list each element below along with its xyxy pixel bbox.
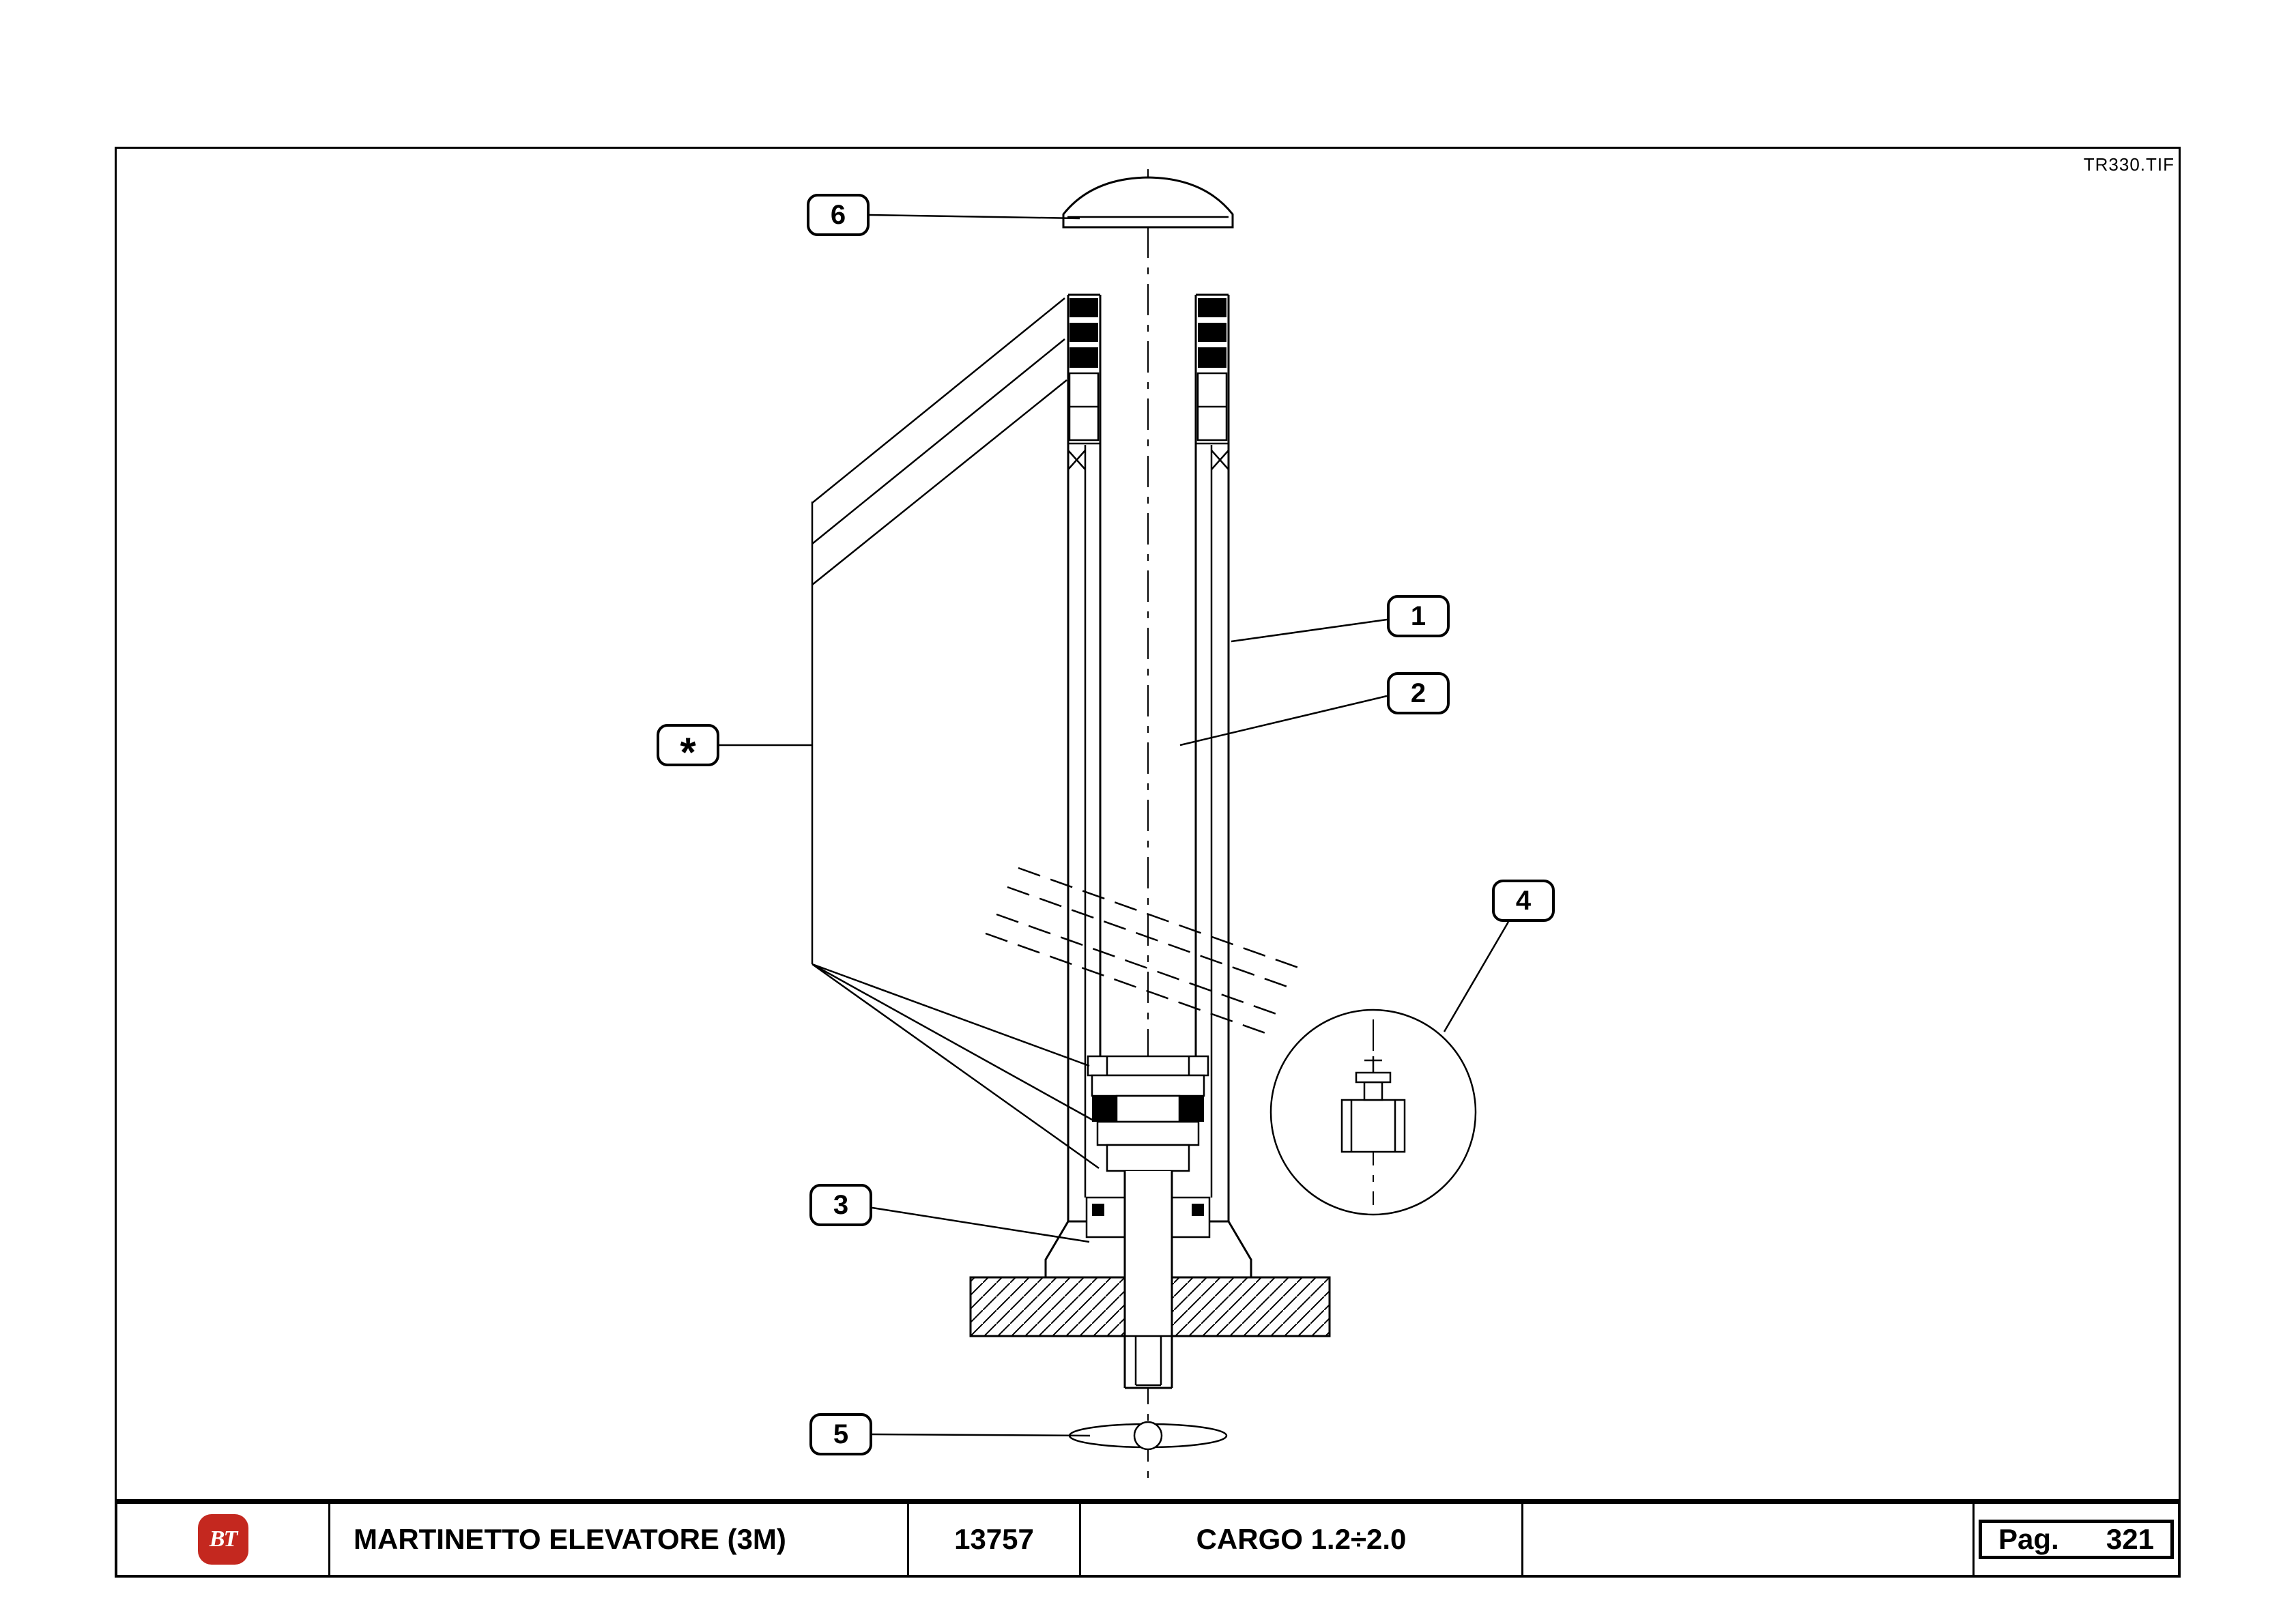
top-cap-part6 xyxy=(1062,176,1234,229)
threaded-stem xyxy=(1123,1171,1173,1389)
callout-2-label: 2 xyxy=(1410,678,1426,708)
detail-circle-part4 xyxy=(1269,1009,1477,1216)
page-box: Pag. 321 xyxy=(1979,1520,2174,1559)
page-label: Pag. xyxy=(1998,1523,2059,1555)
machine-model: CARGO 1.2÷2.0 xyxy=(1081,1504,1523,1575)
callout-6-label: 6 xyxy=(830,199,846,230)
washer-part5 xyxy=(1068,1421,1228,1451)
callout-3: 3 xyxy=(809,1184,872,1226)
callout-1: 1 xyxy=(1387,595,1450,637)
bt-logo: BT xyxy=(197,1514,248,1565)
part-code: 13757 xyxy=(909,1504,1081,1575)
callout-6: 6 xyxy=(807,194,870,236)
break-lines xyxy=(985,867,1299,1034)
logo-cell: BT xyxy=(117,1504,330,1575)
callout-5: 5 xyxy=(809,1413,872,1455)
callout-4: 4 xyxy=(1492,880,1555,922)
page-cell: Pag. 321 xyxy=(1975,1504,2178,1575)
callout-3-label: 3 xyxy=(833,1189,849,1220)
callout-5-label: 5 xyxy=(833,1419,849,1449)
base-plate xyxy=(969,1276,1331,1337)
spacer-cell xyxy=(1523,1504,1975,1575)
leader-lines xyxy=(719,214,1510,1437)
part-title: MARTINETTO ELEVATORE (3M) xyxy=(330,1504,909,1575)
star-bracket xyxy=(811,298,1100,1170)
title-block: BT MARTINETTO ELEVATORE (3M) 13757 CARGO… xyxy=(115,1501,2181,1578)
piston-assembly xyxy=(1087,1055,1209,1172)
seal-stack-top xyxy=(1068,298,1228,441)
callout-2: 2 xyxy=(1387,672,1450,714)
callout-star: * xyxy=(657,724,719,773)
cylinder-body-part1 xyxy=(1067,293,1230,1225)
bell-foot-part3 xyxy=(1044,1196,1252,1279)
callout-4-label: 4 xyxy=(1515,885,1532,916)
tif-filename-label: TR330.TIF xyxy=(2083,154,2175,175)
page-number: 321 xyxy=(2106,1523,2154,1555)
callout-1-label: 1 xyxy=(1410,600,1426,631)
